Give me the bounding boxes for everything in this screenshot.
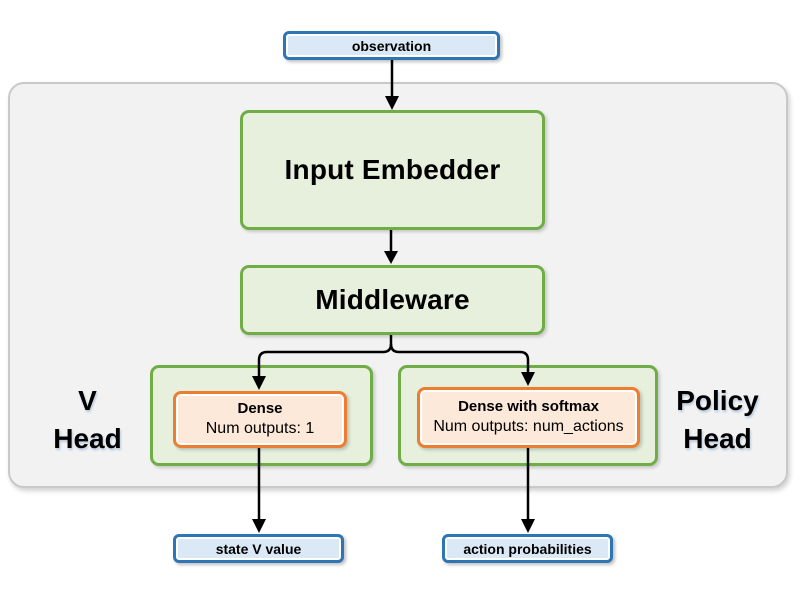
state-v-value-label: state V value xyxy=(215,540,302,557)
state-v-value-node: state V value xyxy=(173,534,344,563)
v-head-title-line2: Head xyxy=(53,423,122,454)
input-embedder-node: Input Embedder xyxy=(240,110,545,230)
middleware-label: Middleware xyxy=(315,284,470,315)
arrowhead-action-probabilities xyxy=(521,519,535,533)
v-dense-node: Dense Num outputs: 1 xyxy=(173,391,347,448)
v-dense-subtitle: Num outputs: 1 xyxy=(205,420,315,438)
v-head-title: V Head xyxy=(25,382,150,458)
policy-head-title-line2: Head xyxy=(683,423,752,454)
policy-dense-title: Dense with softmax xyxy=(458,397,599,415)
v-head-title-line1: V xyxy=(78,385,97,416)
policy-dense-subtitle: Num outputs: num_actions xyxy=(433,418,624,436)
policy-dense-node: Dense with softmax Num outputs: num_acti… xyxy=(417,387,640,448)
policy-head-title: Policy Head xyxy=(655,382,780,458)
policy-head-title-line1: Policy xyxy=(676,385,759,416)
observation-node: observation xyxy=(283,31,500,60)
observation-label: observation xyxy=(351,37,432,54)
action-probabilities-label: action probabilities xyxy=(463,540,592,557)
arrowhead-state-value xyxy=(252,519,266,533)
action-probabilities-node: action probabilities xyxy=(442,534,613,563)
middleware-node: Middleware xyxy=(240,265,545,335)
input-embedder-label: Input Embedder xyxy=(284,154,501,185)
v-dense-title: Dense xyxy=(237,399,283,417)
